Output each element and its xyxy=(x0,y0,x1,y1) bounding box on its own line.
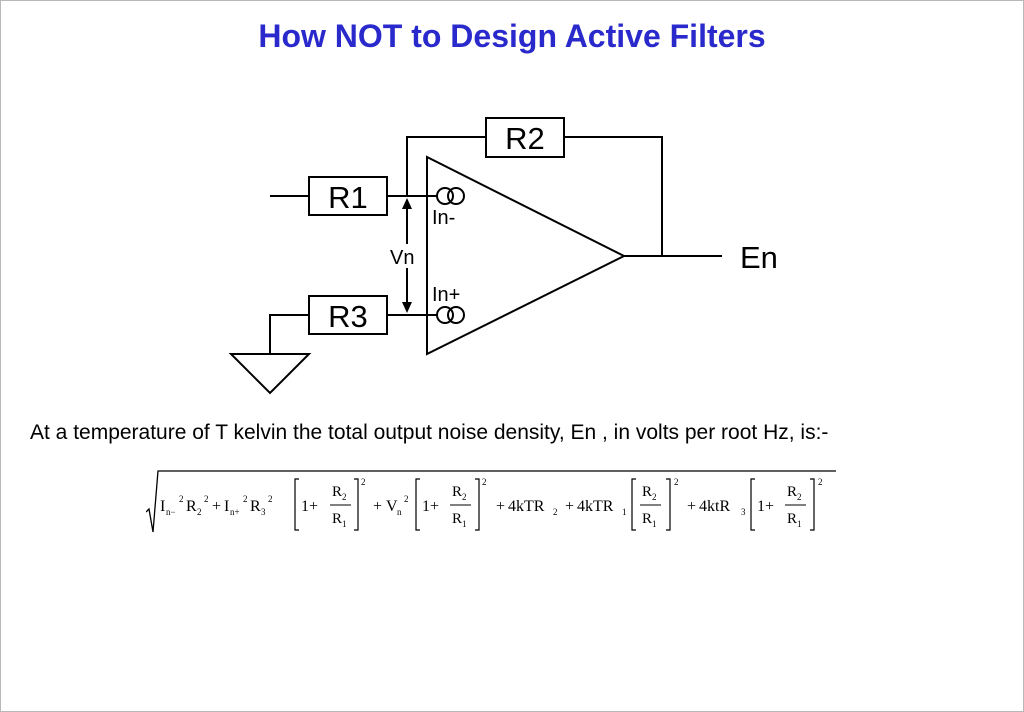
formula-sub: 1 xyxy=(622,507,627,517)
vn-arrowhead-down xyxy=(402,302,412,313)
output-en-label: En xyxy=(740,240,778,275)
formula-r: R xyxy=(332,484,342,500)
ground-symbol xyxy=(228,353,312,395)
formula-sup: 2 xyxy=(404,494,409,504)
noise-formula: I n− 2 R 2 2 + I n+ 2 R 3 2 1+ R 2 R 1 2… xyxy=(146,470,836,533)
noise-current-source-minus-right xyxy=(447,187,465,205)
formula-sub: 2 xyxy=(462,492,467,502)
slide-title: How NOT to Design Active Filters xyxy=(258,18,766,54)
formula-sub: 2 xyxy=(342,492,347,502)
noise-current-source-minus-left xyxy=(436,187,454,205)
formula-v: V xyxy=(386,498,398,515)
resistor-r1-label: R1 xyxy=(328,180,368,215)
formula-r: R xyxy=(186,498,197,515)
formula-plus: + xyxy=(687,498,696,515)
opamp-circuit-diagram: R2 R1 R3 In- In+ Vn En xyxy=(228,117,778,395)
formula-sub: 2 xyxy=(652,492,657,502)
noise-density-caption: At a temperature of T kelvin the total o… xyxy=(30,421,829,444)
ground-wire xyxy=(269,314,309,354)
formula-r: R xyxy=(787,511,797,527)
in-minus-label: In- xyxy=(432,207,455,229)
formula-r: R xyxy=(452,511,462,527)
formula-sub: 2 xyxy=(797,492,802,502)
formula-plus: + xyxy=(212,498,221,515)
formula-bracket-right xyxy=(354,478,359,531)
formula-bracket-left xyxy=(750,478,755,531)
formula-r: R xyxy=(250,498,261,515)
resistor-r2-box xyxy=(485,117,565,158)
formula-sub: 2 xyxy=(553,507,558,517)
formula-sub: 3 xyxy=(741,507,746,517)
formula-sub: 1 xyxy=(797,519,802,529)
noise-current-source-plus-right xyxy=(447,306,465,324)
formula-r: R xyxy=(642,484,652,500)
feedback-wire-right xyxy=(564,136,663,256)
formula-sub: n+ xyxy=(230,507,240,517)
formula-4ktr: 4kTR xyxy=(577,498,614,515)
formula-bracket-left xyxy=(631,478,636,531)
formula-sup: 2 xyxy=(243,494,248,504)
opamp-triangle xyxy=(426,155,627,356)
formula-sup: 2 xyxy=(179,494,184,504)
formula-bracket-left xyxy=(294,478,299,531)
formula-sup: 2 xyxy=(674,477,679,487)
formula-sub: 2 xyxy=(197,507,202,517)
formula-4ktr: 4kTR xyxy=(508,498,545,515)
formula-sub: n xyxy=(397,507,402,517)
formula-r: R xyxy=(452,484,462,500)
square-root-sign xyxy=(146,470,836,533)
vn-arrowhead-up xyxy=(402,198,412,209)
formula-sup: 2 xyxy=(361,477,366,487)
formula-bracket-right xyxy=(475,478,480,531)
formula-plus: + xyxy=(373,498,382,515)
formula-i: I xyxy=(160,498,165,515)
formula-sub: 1 xyxy=(462,519,467,529)
formula-plus: + xyxy=(496,498,505,515)
formula-bracket-right xyxy=(810,478,815,531)
noise-current-source-plus-left xyxy=(436,306,454,324)
formula-one-plus: 1+ xyxy=(301,498,318,515)
feedback-wire-left xyxy=(406,136,486,196)
formula-one-plus: 1+ xyxy=(757,498,774,515)
vn-label: Vn xyxy=(390,247,414,269)
formula-sup: 2 xyxy=(268,494,273,504)
in-plus-label: In+ xyxy=(432,284,460,306)
formula-one-plus: 1+ xyxy=(422,498,439,515)
formula-r: R xyxy=(787,484,797,500)
formula-sub: 3 xyxy=(261,507,266,517)
formula-sup: 2 xyxy=(482,477,487,487)
formula-sup: 2 xyxy=(818,477,823,487)
resistor-r2-label: R2 xyxy=(505,121,545,156)
formula-sup: 2 xyxy=(204,494,209,504)
formula-sub: 1 xyxy=(342,519,347,529)
resistor-r3-label: R3 xyxy=(328,299,368,334)
formula-i: I xyxy=(224,498,229,515)
formula-4ktr: 4ktR xyxy=(699,498,730,515)
formula-sub: 1 xyxy=(652,519,657,529)
formula-sub: n− xyxy=(166,507,176,517)
formula-r: R xyxy=(642,511,652,527)
formula-bracket-left xyxy=(415,478,420,531)
formula-bracket-right xyxy=(666,478,671,531)
formula-r: R xyxy=(332,511,342,527)
formula-plus: + xyxy=(565,498,574,515)
